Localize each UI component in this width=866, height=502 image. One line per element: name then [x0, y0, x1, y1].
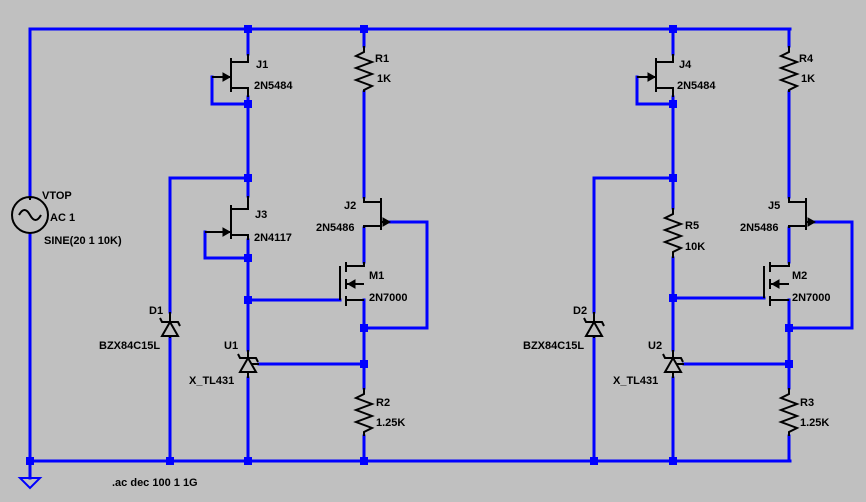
- jfet-icon[interactable]: [788, 197, 817, 230]
- jfet-icon[interactable]: [212, 54, 249, 97]
- spice-directive: .ac dec 100 1 1G: [112, 477, 198, 489]
- junction-dot: [360, 324, 368, 332]
- d2-name-label: D2: [573, 305, 587, 317]
- jfet-icon[interactable]: [205, 196, 249, 240]
- j1-model-label: 2N5484: [254, 80, 293, 92]
- j1-name-label: J1: [256, 59, 268, 71]
- j4-model-label: 2N5484: [677, 80, 716, 92]
- junction-dot: [26, 457, 34, 465]
- j4-name-label: J4: [679, 59, 692, 71]
- junction-dot: [669, 457, 677, 465]
- junction-dot: [360, 25, 368, 33]
- junction-dot: [785, 360, 793, 368]
- d1-name-label: D1: [149, 305, 163, 317]
- r1-name-label: R1: [375, 53, 389, 65]
- r4-value-label: 1K: [801, 73, 815, 85]
- junction-dot: [669, 25, 677, 33]
- source-name-label: VTOP: [42, 190, 72, 202]
- m1-name-label: M1: [369, 270, 384, 282]
- ac-source-icon[interactable]: [11, 196, 49, 234]
- resistor-icon[interactable]: [778, 388, 800, 436]
- wires: [28, 27, 854, 480]
- labels: VTOP AC 1 SINE(20 1 10K) J1 2N5484 R1 1K…: [42, 53, 831, 489]
- resistor-icon[interactable]: [778, 46, 800, 92]
- j3-gate-loop-wire: [203, 230, 250, 260]
- junction-dot: [360, 457, 368, 465]
- j1-gate-loop-wire: [210, 75, 250, 106]
- u1-model-label: X_TL431: [189, 375, 234, 387]
- u2-model-label: X_TL431: [613, 375, 658, 387]
- resistor-icon[interactable]: [353, 46, 375, 92]
- zener-diode-icon[interactable]: [159, 312, 181, 338]
- jfet-icon[interactable]: [363, 197, 392, 230]
- mosfet-icon[interactable]: [763, 262, 790, 306]
- junction-dot: [669, 174, 677, 182]
- junction-dot: [244, 296, 252, 304]
- junction-dot: [669, 100, 677, 108]
- d2-model-label: BZX84C15L: [523, 340, 584, 352]
- j4-gate-loop-wire: [635, 75, 675, 106]
- r3-name-label: R3: [800, 397, 814, 409]
- r3-value-label: 1.25K: [800, 417, 829, 429]
- u1-name-label: U1: [224, 340, 238, 352]
- r5-name-label: R5: [685, 220, 699, 232]
- jfet-icon[interactable]: [637, 54, 674, 97]
- j3-model-label: 2N4117: [254, 232, 292, 244]
- junctions: [26, 25, 793, 465]
- resistor-icon[interactable]: [353, 388, 375, 436]
- junction-dot: [244, 25, 252, 33]
- junction-dot: [360, 360, 368, 368]
- j2-name-label: J2: [344, 200, 356, 212]
- junction-dot: [166, 457, 174, 465]
- junction-dot: [669, 294, 677, 302]
- resistor-icon[interactable]: [662, 208, 684, 258]
- j5-name-label: J5: [768, 200, 780, 212]
- m2-model-label: 2N7000: [792, 292, 831, 304]
- junction-dot: [244, 254, 252, 262]
- j2-gate-wire: [362, 220, 429, 330]
- junction-dot: [785, 324, 793, 332]
- r2-name-label: R2: [376, 397, 390, 409]
- junction-dot: [590, 457, 598, 465]
- mosfet-icon[interactable]: [339, 262, 365, 306]
- r2-value-label: 1.25K: [376, 417, 405, 429]
- junction-dot: [244, 457, 252, 465]
- r5-value-label: 10K: [685, 241, 705, 253]
- junction-dot: [244, 174, 252, 182]
- j5-gate-wire: [787, 220, 854, 330]
- d1-model-label: BZX84C15L: [99, 340, 160, 352]
- zener-diode-icon[interactable]: [583, 312, 605, 338]
- j2-model-label: 2N5486: [316, 222, 355, 234]
- junction-dot: [244, 100, 252, 108]
- m2-name-label: M2: [792, 270, 807, 282]
- ground-icon: [17, 477, 43, 490]
- r4-name-label: R4: [799, 53, 814, 65]
- m1-model-label: 2N7000: [369, 292, 408, 304]
- r1-value-label: 1K: [377, 73, 391, 85]
- shunt-regulator-icon[interactable]: [662, 350, 684, 378]
- j3-name-label: J3: [255, 209, 267, 221]
- u2-name-label: U2: [648, 340, 662, 352]
- shunt-regulator-icon[interactable]: [237, 350, 259, 378]
- source-func-label: SINE(20 1 10K): [44, 235, 122, 247]
- source-ac-label: AC 1: [50, 212, 75, 224]
- j5-model-label: 2N5486: [740, 222, 779, 234]
